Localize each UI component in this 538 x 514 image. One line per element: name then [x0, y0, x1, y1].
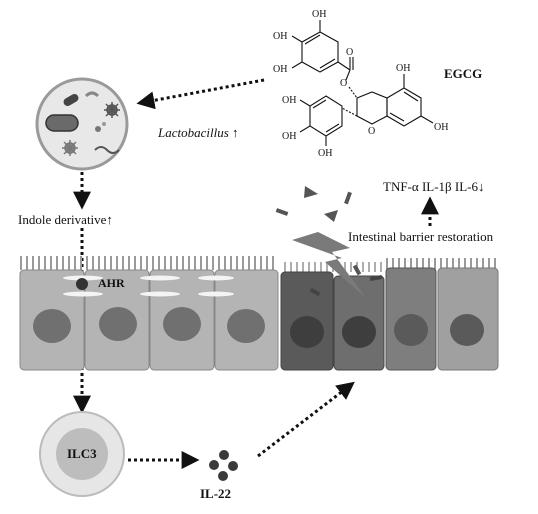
oh-label-4: OH [396, 63, 410, 74]
debris-rod-4 [309, 287, 321, 297]
tight-junction [63, 291, 103, 297]
villi-recovering [386, 258, 498, 270]
lactobacillus-up-arrow: ↑ [232, 125, 239, 140]
tight-junction [198, 291, 234, 297]
oh-label-3: OH [273, 64, 287, 75]
a-ring [386, 87, 422, 127]
il22-dot [219, 450, 229, 460]
nucleus-2 [99, 307, 137, 341]
oh-label-5: OH [434, 122, 448, 133]
barrier-restoration-label: Intestinal barrier restoration [348, 229, 494, 244]
bacterium-coccus [95, 126, 101, 132]
egcg-atom-labels: OH OH OH O O O OH OH OH OH OH [273, 9, 448, 159]
lactobacillus-label: Lactobacillus ↑ [158, 125, 239, 141]
debris-rod-5 [352, 264, 362, 276]
arrow-egcg-to-microbiota [136, 78, 265, 110]
il22-dot [218, 471, 228, 481]
il22-dot [209, 460, 219, 470]
gut-microbiota [35, 77, 129, 171]
damaged-nucleus-1 [290, 316, 324, 348]
o-label-carbonyl: O [346, 47, 353, 58]
bacterium-spiky-2 [62, 140, 78, 156]
b-ring [309, 95, 343, 137]
oh-label-2: OH [273, 31, 287, 42]
oh-label-7: OH [282, 131, 296, 142]
chroman-ring [356, 91, 388, 125]
il22-label: IL-22 [200, 486, 232, 501]
debris-rod-3 [369, 274, 383, 282]
il22-molecules [209, 450, 238, 481]
microbiota-circle [35, 77, 129, 171]
nucleus-1 [33, 309, 71, 343]
recovering-nucleus-2 [450, 314, 484, 346]
debris-rod-2 [344, 191, 352, 205]
debris-rod-1 [275, 208, 289, 216]
debris-triangle-2 [324, 210, 338, 222]
egcg-molecule [291, 20, 434, 146]
tight-junction [63, 275, 103, 281]
debris-triangle-1 [304, 186, 318, 198]
oh-label-6: OH [282, 95, 296, 106]
bacterium-spiky [104, 102, 120, 118]
egcg-label: EGCG [444, 66, 483, 81]
bacterium-small [63, 94, 79, 106]
ilc3-nucleus [56, 428, 108, 480]
villi-healthy [20, 256, 276, 270]
galloyl-ring [301, 31, 339, 73]
damaged-nucleus-2 [342, 316, 376, 348]
bacterium-spiral [94, 146, 120, 154]
oh-label-1: OH [312, 9, 326, 20]
intestinal-epithelium [19, 256, 499, 371]
nucleus-4 [227, 309, 265, 343]
o-label-ring: O [368, 126, 375, 137]
tight-junction [140, 291, 180, 297]
indole-label: Indole derivative↑ [18, 212, 113, 227]
arrow-il22-to-epithelium [257, 381, 355, 458]
tight-junction [140, 275, 180, 281]
bacterium-coccus-2 [102, 122, 106, 126]
lactobacillus-name: Lactobacillus [158, 125, 229, 140]
bacterium-curl [84, 91, 100, 98]
il22-dot [228, 461, 238, 471]
lightning-bolt-icon [292, 232, 366, 298]
nucleus-3 [163, 307, 201, 341]
oh-label-8: OH [318, 148, 332, 159]
cytokines-label: TNF-α IL-1β IL-6↓ [383, 179, 485, 194]
recovering-nucleus-1 [394, 314, 428, 346]
ilc3-cell [39, 411, 125, 497]
o-label-ester: O [340, 78, 347, 89]
ahr-label: AHR [98, 276, 125, 290]
tight-junction [198, 275, 234, 281]
ilc3-label: ILC3 [67, 446, 97, 461]
bacterium-rod [45, 114, 79, 132]
ahr-receptor [76, 278, 88, 290]
